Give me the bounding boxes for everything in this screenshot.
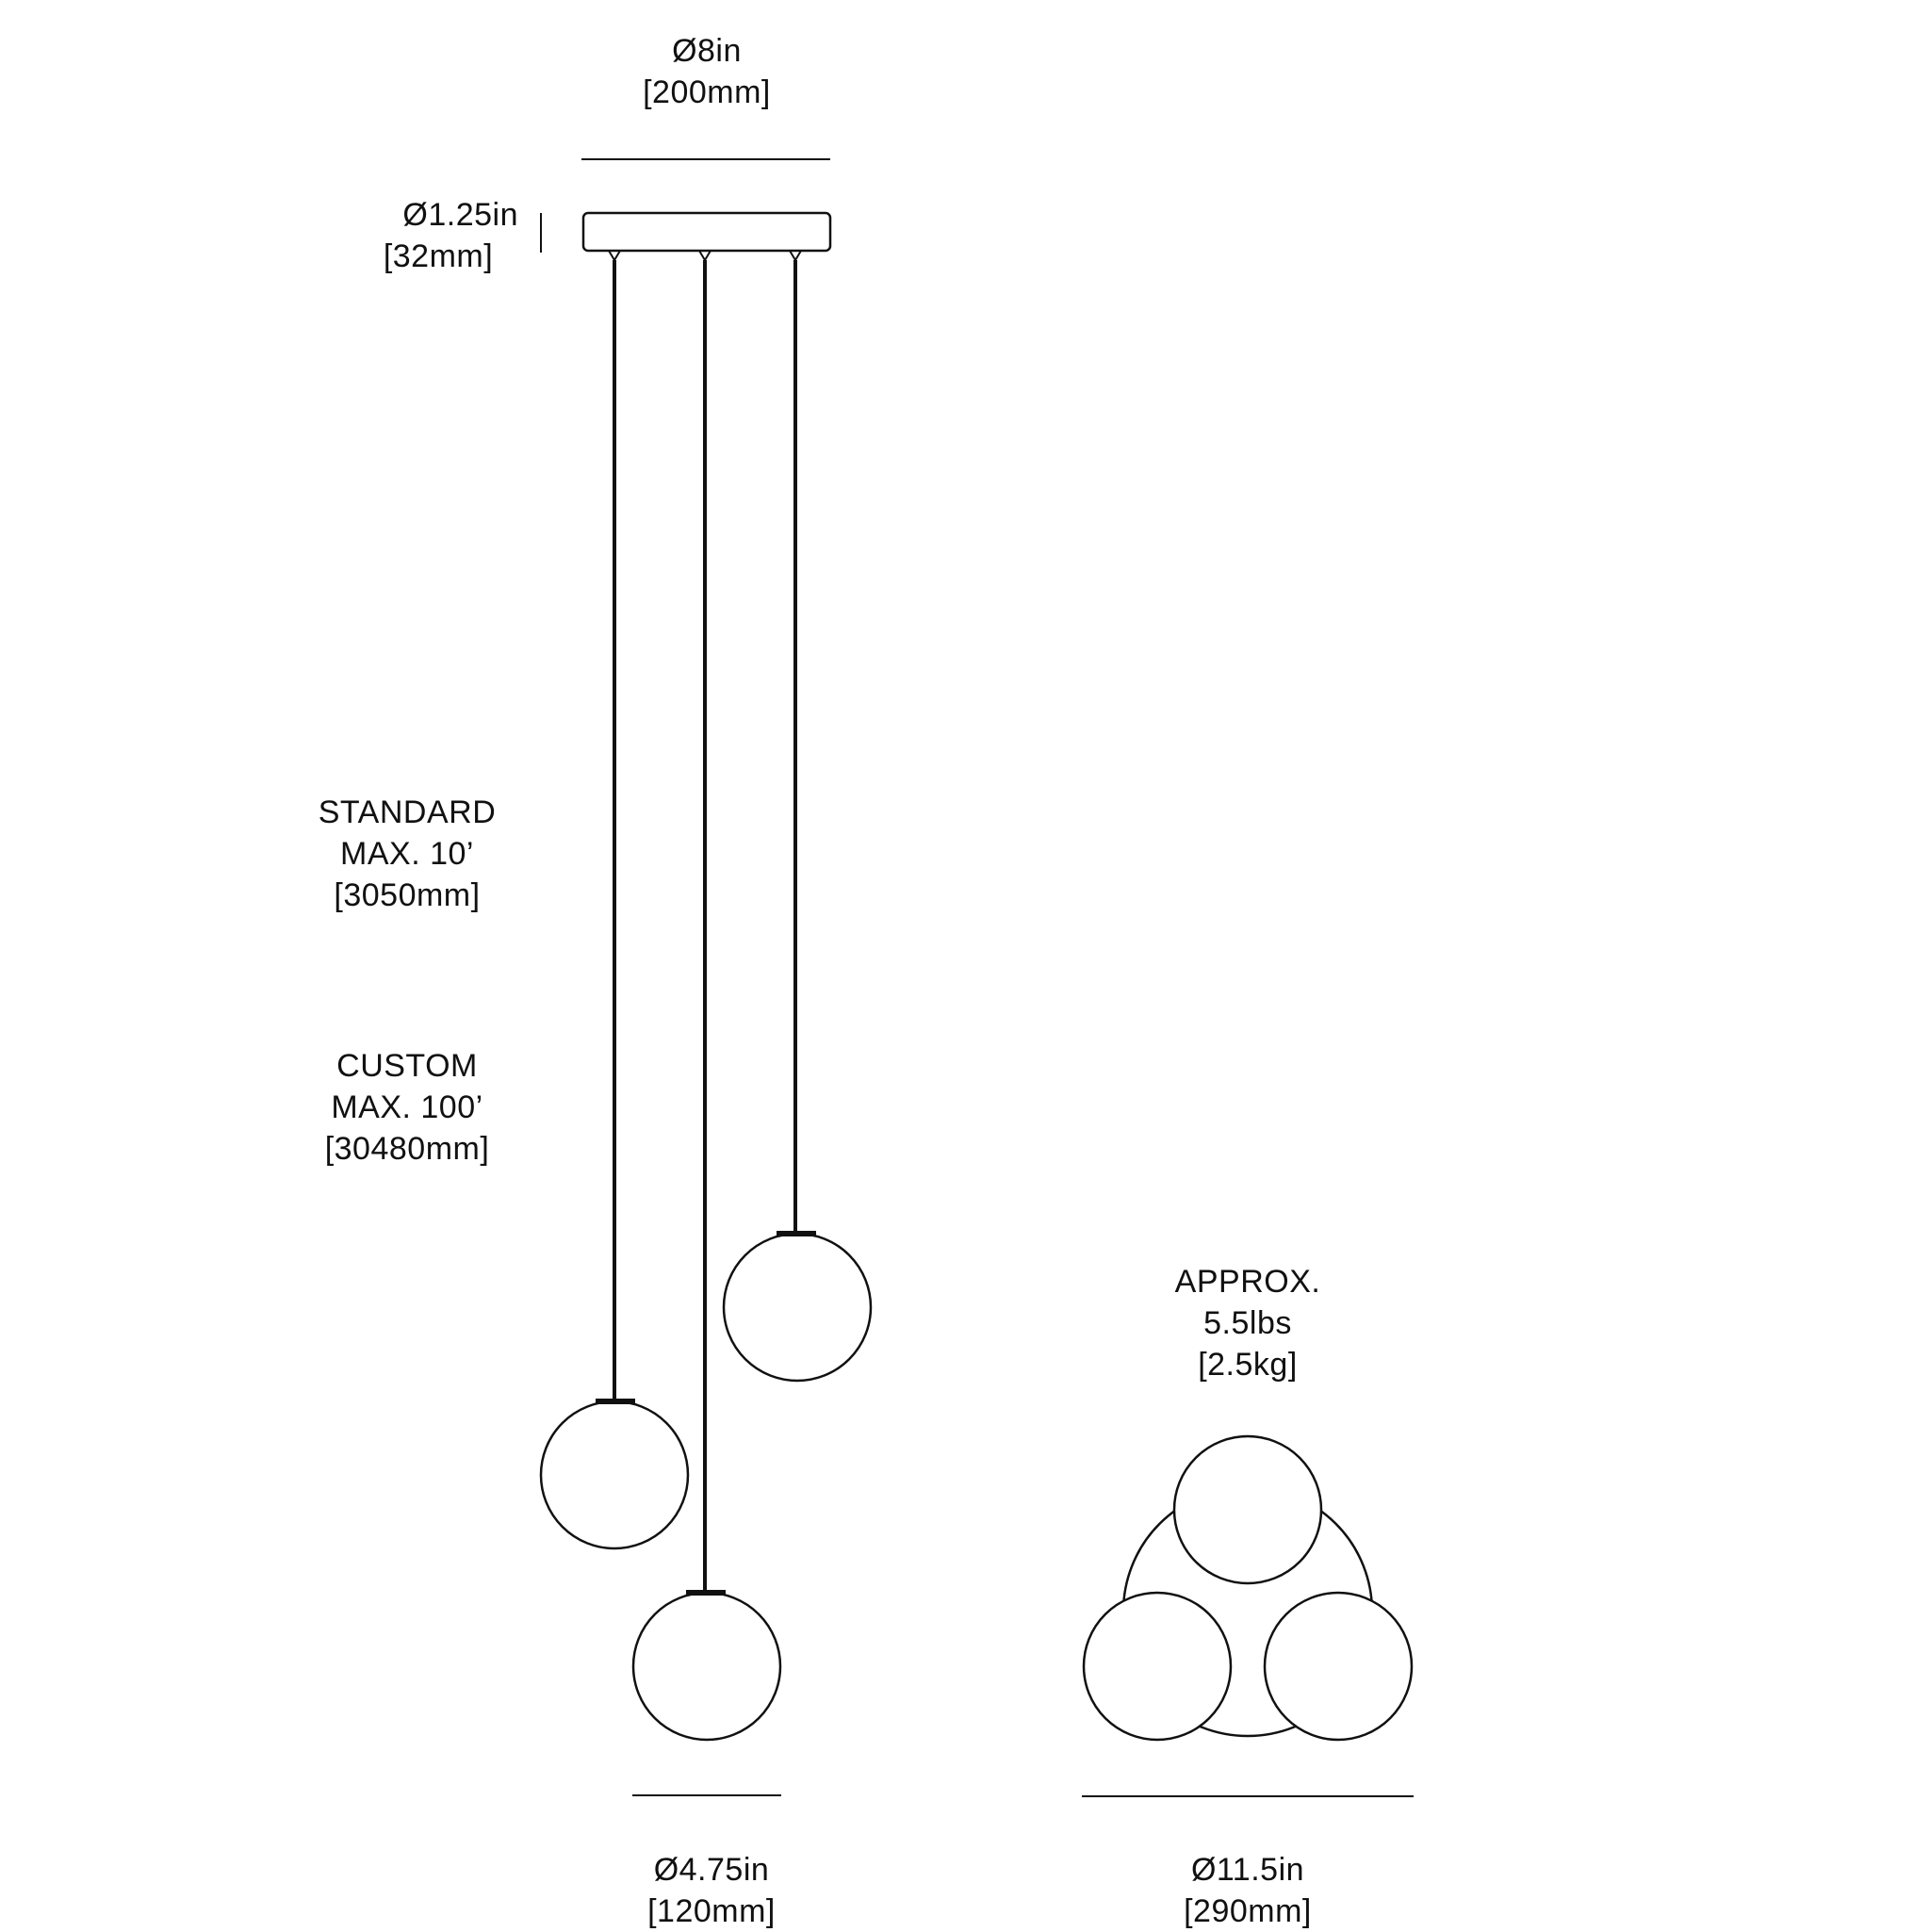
weight-title: APPROX. — [1174, 1264, 1321, 1300]
globe-diameter-label: Ø4.75in [120mm] — [617, 1849, 806, 1932]
globe-diameter-imperial: Ø4.75in — [653, 1852, 770, 1888]
top-view-globe-left — [1082, 1591, 1233, 1742]
canopy-height-imperial: Ø1.25in — [402, 197, 518, 233]
weight-label: APPROX. 5.5lbs [2.5kg] — [1144, 1261, 1351, 1385]
overall-diameter-label: Ø11.5in [290mm] — [1153, 1849, 1342, 1932]
custom-length-metric: [30480mm] — [324, 1131, 490, 1167]
globe-left — [539, 1400, 690, 1550]
top-view-globe-right — [1263, 1591, 1414, 1742]
cable-grip-center — [698, 250, 711, 262]
top-view-globe-top — [1172, 1434, 1323, 1585]
canopy-height-label: Ø1.25in [32mm] — [358, 194, 518, 277]
cable-grip-left — [608, 250, 621, 262]
standard-length-value: MAX. 10’ — [340, 836, 474, 872]
overall-diameter-imperial: Ø11.5in — [1190, 1852, 1305, 1888]
canopy-plate — [581, 211, 832, 253]
custom-length-value: MAX. 100’ — [331, 1089, 483, 1125]
weight-metric: [2.5kg] — [1198, 1347, 1298, 1383]
canopy-diameter-label: Ø8in [200mm] — [613, 30, 801, 113]
canopy-diameter-imperial: Ø8in — [672, 33, 742, 69]
cable-grip-right — [789, 250, 802, 262]
globe-diameter-metric: [120mm] — [647, 1893, 776, 1929]
custom-length-title: CUSTOM — [336, 1048, 478, 1084]
overall-diameter-metric: [290mm] — [1184, 1893, 1312, 1929]
custom-length-label: CUSTOM MAX. 100’ [30480mm] — [303, 1045, 511, 1170]
standard-length-title: STANDARD — [318, 794, 497, 830]
weight-value: 5.5lbs — [1203, 1305, 1292, 1341]
globe-center — [631, 1591, 782, 1742]
globe-right — [722, 1232, 873, 1383]
standard-length-label: STANDARD MAX. 10’ [3050mm] — [303, 792, 511, 916]
standard-length-metric: [3050mm] — [334, 877, 481, 913]
canopy-height-metric: [32mm] — [383, 238, 494, 274]
canopy-diameter-metric: [200mm] — [643, 74, 771, 110]
